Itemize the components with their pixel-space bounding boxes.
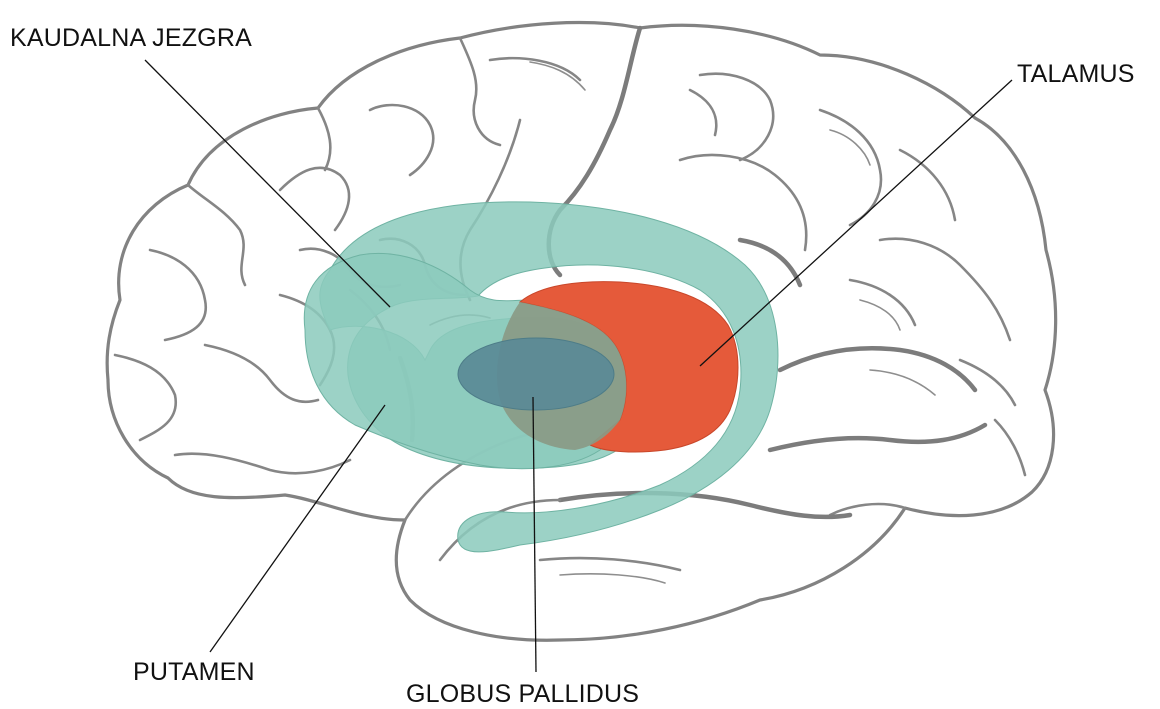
label-globus-pallidus: GLOBUS PALLIDUS	[406, 680, 639, 709]
leader-line-thalamus	[700, 80, 1012, 366]
label-caudate: KAUDALNA JEZGRA	[10, 24, 252, 53]
globus-pallidus	[458, 338, 614, 410]
leader-line-caudate	[145, 60, 390, 307]
label-thalamus: TALAMUS	[1017, 60, 1135, 89]
label-putamen: PUTAMEN	[133, 658, 255, 687]
leader-line-putamen	[210, 405, 385, 652]
